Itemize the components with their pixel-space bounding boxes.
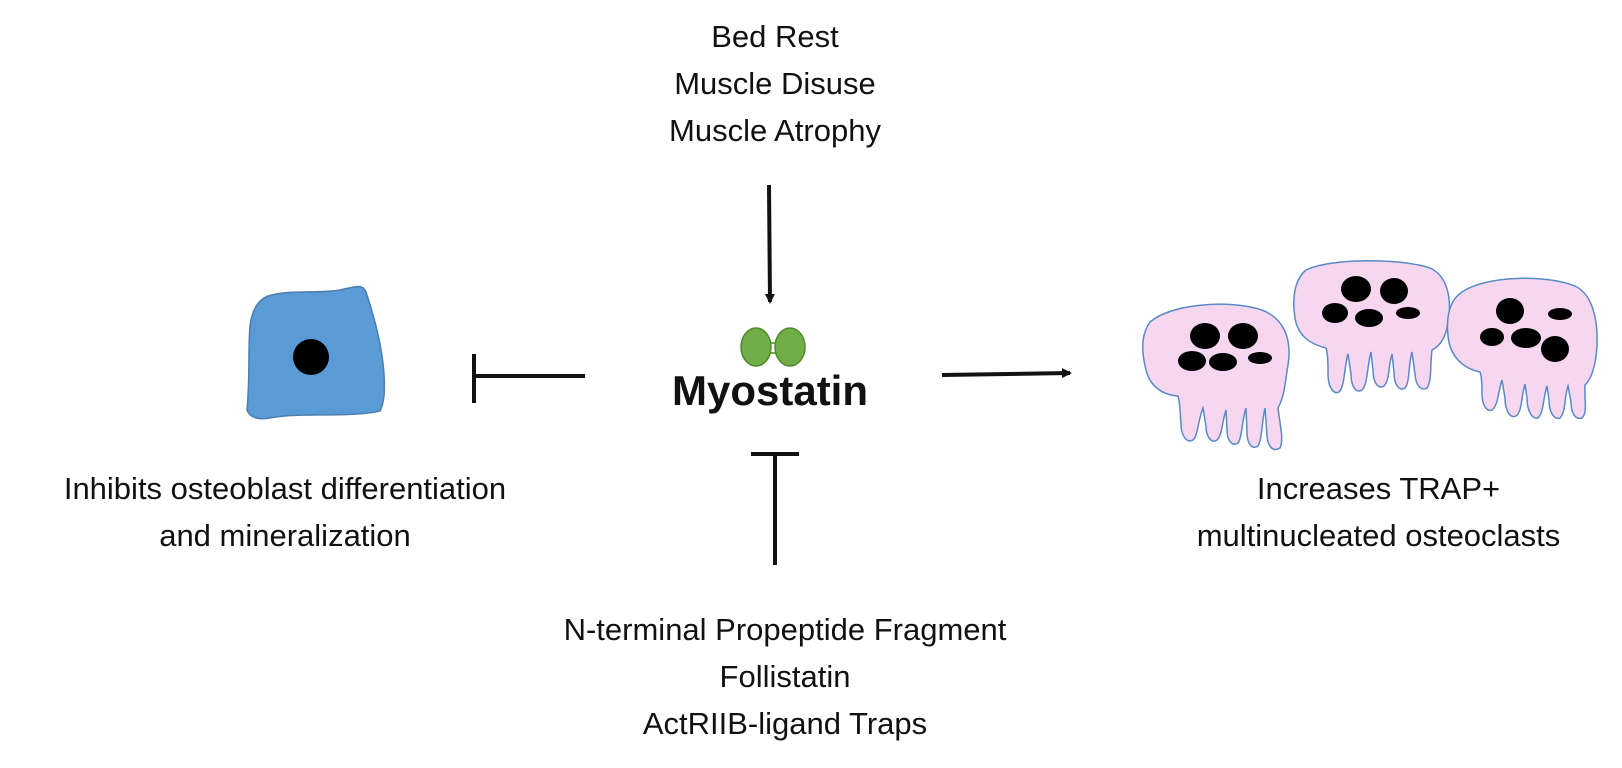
inhibitor-actriib-traps: ActRIIB-ligand Traps (642, 706, 928, 741)
causes-arrow (764, 184, 775, 304)
inhibit-osteoblast-connector (472, 354, 585, 403)
cause-muscle-atrophy: Muscle Atrophy (669, 113, 881, 148)
cause-bed-rest: Bed Rest (711, 19, 839, 54)
osteoblast-effect-line-1: Inhibits osteoblast differentiation (63, 471, 507, 506)
osteoclast-effect-label: Increases TRAP+ multinucleated osteoclas… (1135, 465, 1622, 559)
osteoclast-effect-line-1: Increases TRAP+ (1256, 471, 1501, 506)
osteoblast-cell-icon (246, 285, 386, 420)
osteoclast-arrow (941, 368, 1072, 379)
osteoblast-effect-line-2: and mineralization (159, 518, 411, 553)
myostatin-dimer-icon (740, 327, 806, 367)
cause-muscle-disuse: Muscle Disuse (674, 66, 876, 101)
inhibitors-label: N-terminal Propeptide Fragment Follistat… (505, 606, 1065, 747)
osteoclast-effect-line-2: multinucleated osteoclasts (1196, 518, 1561, 553)
osteoclast-cell-icon (1142, 260, 1598, 451)
inhibitor-follistatin: Follistatin (719, 659, 851, 694)
upstream-causes-label: Bed Rest Muscle Disuse Muscle Atrophy (560, 13, 990, 154)
osteoblast-effect-label: Inhibits osteoblast differentiation and … (0, 465, 570, 559)
myostatin-title: Myostatin (671, 367, 868, 414)
inhibitor-connector (751, 452, 799, 565)
inhibitor-propeptide: N-terminal Propeptide Fragment (563, 612, 1007, 647)
